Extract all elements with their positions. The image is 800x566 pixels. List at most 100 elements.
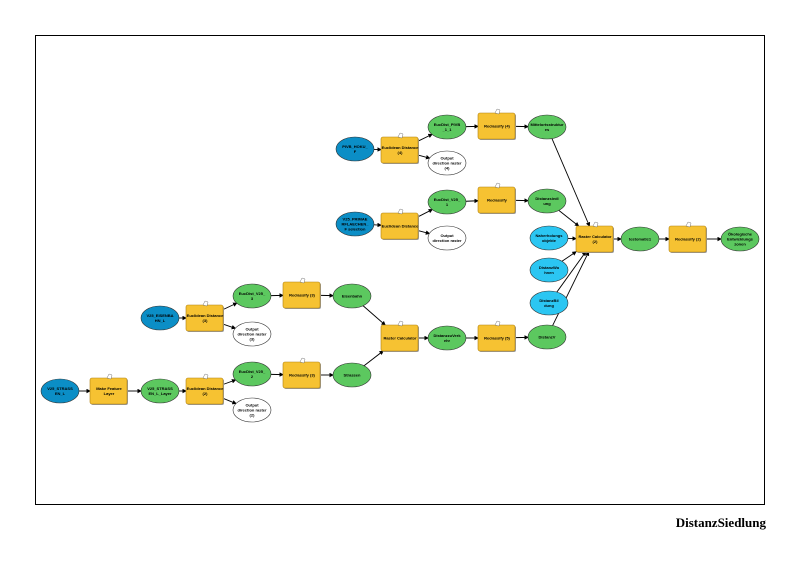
node-label: EucDist_V25_2 (239, 369, 266, 379)
node-label: Eisenbahn (342, 294, 363, 299)
data-node-euc1[interactable]: EucDist_V25_1 (427, 189, 467, 215)
tool-hammer-icon (592, 221, 599, 228)
connector-distw-rcalc2 (561, 251, 577, 262)
tool-hammer-icon (397, 132, 404, 139)
connector-ed1-odr1 (418, 230, 431, 235)
data-node-euc2[interactable]: EucDist_V25_2 (232, 361, 272, 387)
tool-hammer-icon (397, 320, 404, 327)
data-node-testo[interactable]: testomatic1 (620, 226, 660, 252)
diagram-title: DistanzSiedlung (675, 515, 766, 530)
connector-ed2-odr2 (223, 398, 237, 405)
tool-hammer-icon (106, 373, 113, 380)
data-node-distv[interactable]: DistanzV (527, 324, 567, 350)
node-label: Reclassify (3) (289, 373, 315, 378)
connector-mittel-rcalc2 (551, 138, 591, 227)
tool-node-rcalc[interactable]: Raster Calculator (380, 320, 419, 352)
node-label: Raster Calculator (383, 336, 417, 341)
tool-hammer-icon (494, 108, 501, 115)
tool-hammer-icon (685, 221, 692, 228)
tool-node-rc3[interactable]: Reclassify (3) (282, 277, 321, 309)
connector-ed4-odr4 (418, 154, 431, 160)
connector-strassen-rcalc (363, 350, 384, 367)
node-label: Reclassify (5) (484, 336, 510, 341)
tool-node-rcalc2[interactable]: Raster Calculator(2) (575, 221, 614, 253)
node-label: Reclassify (3) (289, 293, 315, 298)
tool-node-rc1[interactable]: Reclassify (477, 182, 516, 214)
connector-eisen-rcalc (362, 305, 386, 326)
node-label: Strassen (344, 373, 361, 378)
node-label: DistanzV (539, 335, 556, 340)
node-label: Reclassify (487, 198, 508, 203)
data-node-eucpivb[interactable]: EucDist_PIVB_1_1 (427, 114, 467, 140)
node-label: EucDist_PIVB_1_1 (434, 122, 461, 132)
node-label: EucDist_V25_3 (239, 291, 266, 301)
node-label: EucDist_V25_1 (434, 197, 461, 207)
tool-hammer-icon (299, 357, 306, 364)
tool-node-ed1[interactable]: Euclidean Distance (380, 208, 419, 240)
diagram-frame (35, 35, 765, 505)
node-label: Euclidean Distance(3) (187, 313, 224, 323)
connector-distb-rcalc2 (556, 251, 587, 293)
tool-node-ed2[interactable]: Euclidean Distance(2) (185, 373, 224, 405)
node-label: PIVB_HOKU_F (342, 144, 368, 154)
tool-hammer-icon (299, 277, 306, 284)
node-label: Euclidean Distance (382, 224, 419, 229)
node-label: Euclidean Distance(4) (382, 145, 419, 155)
tool-hammer-icon (494, 320, 501, 327)
connector-ed3-odr3 (223, 324, 237, 330)
connector-ed4-eucpivb (418, 133, 433, 142)
tool-node-rc5[interactable]: Reclassify (5) (477, 320, 516, 352)
connector-ed3-euc3 (223, 302, 238, 310)
tool-node-ed4[interactable]: Euclidean Distance(4) (380, 132, 419, 164)
tool-node-rc2[interactable]: Reclassify (2) (668, 221, 707, 253)
tool-node-ed3[interactable]: Euclidean Distance(3) (185, 300, 224, 332)
tool-node-rc4[interactable]: Reclassify (4) (477, 108, 516, 140)
data-node-euc3[interactable]: EucDist_V25_3 (232, 283, 272, 309)
connector-distsied-rcalc2 (558, 210, 580, 227)
tool-hammer-icon (397, 208, 404, 215)
connector-ed1-euc1 (418, 209, 434, 217)
data-node-pivb[interactable]: PIVB_HOKU_F (335, 136, 375, 162)
data-node-eisen[interactable]: Eisenbahn (332, 283, 372, 309)
node-label: Raster Calculator(2) (578, 234, 612, 244)
node-label: Euclidean Distance(2) (187, 386, 224, 396)
tool-hammer-icon (494, 182, 501, 189)
data-node-strassen[interactable]: Strassen (332, 362, 372, 388)
tool-node-rc3b[interactable]: Reclassify (3) (282, 357, 321, 389)
tool-hammer-icon (202, 300, 209, 307)
node-label: testomatic1 (629, 237, 652, 242)
